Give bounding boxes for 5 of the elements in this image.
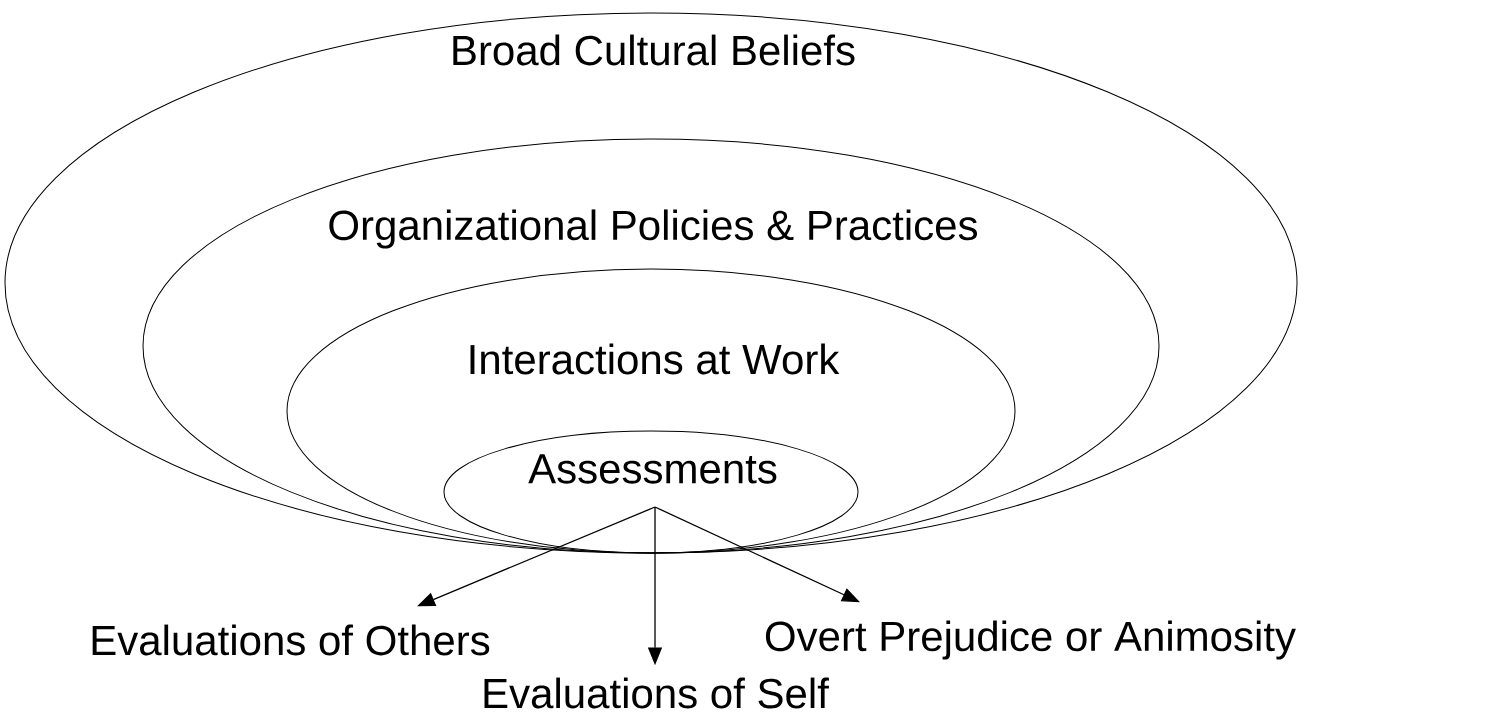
outcome-label: Evaluations of Others [92, 624, 490, 656]
outcome-label: Overt Prejudice or Animosity [765, 620, 1296, 660]
arrow [654, 506, 860, 603]
outcome-label: Evaluations of Self [484, 677, 829, 709]
ellipse-band: Assessments [443, 430, 859, 554]
